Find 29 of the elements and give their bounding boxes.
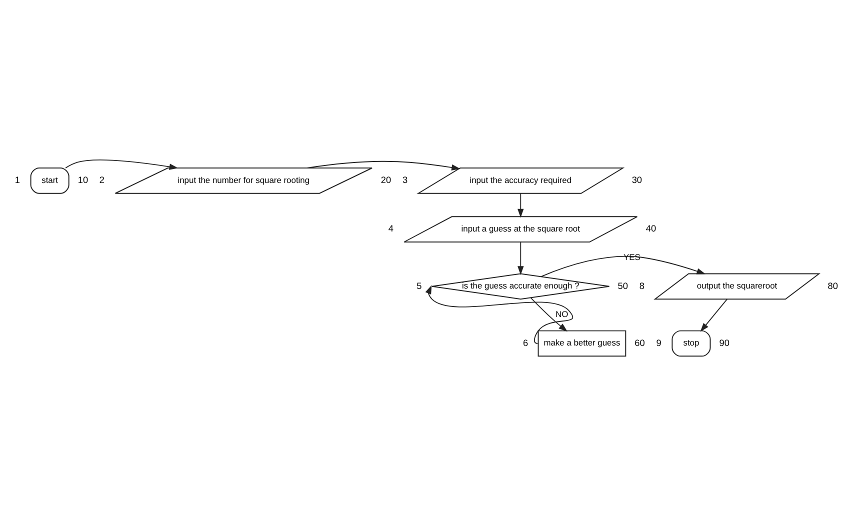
- node-label: 80: [828, 280, 838, 290]
- node-label: 5: [416, 280, 422, 290]
- node-label: 9: [656, 337, 662, 348]
- arrow: [540, 255, 706, 277]
- node-box: make a better guess: [538, 330, 626, 356]
- node-label: 4: [388, 223, 394, 234]
- node-box: stop: [672, 330, 711, 356]
- node-label: 1: [14, 174, 20, 185]
- node-box: start: [30, 167, 70, 194]
- node-label: 20: [380, 174, 392, 185]
- node-label: 2: [99, 174, 105, 185]
- node-label: 30: [632, 174, 642, 185]
- node-diamond: is the guess accurate enough ?: [432, 272, 610, 300]
- arrow: [425, 284, 574, 344]
- arrow: [518, 192, 524, 218]
- node-label: 10: [78, 174, 88, 185]
- node-label: 3: [402, 174, 408, 185]
- arrow: [700, 298, 728, 332]
- node-label: 6: [523, 337, 528, 348]
- node-label: 50: [618, 280, 628, 290]
- arrow: [518, 241, 524, 275]
- node-label: 8: [639, 280, 644, 290]
- arrow: [65, 159, 178, 170]
- arrow: [306, 160, 460, 170]
- node-label: 90: [719, 337, 730, 348]
- node-label: 40: [646, 223, 656, 234]
- edge-label: NO: [556, 308, 568, 319]
- arrow: [530, 296, 568, 332]
- node-label: 60: [634, 337, 645, 348]
